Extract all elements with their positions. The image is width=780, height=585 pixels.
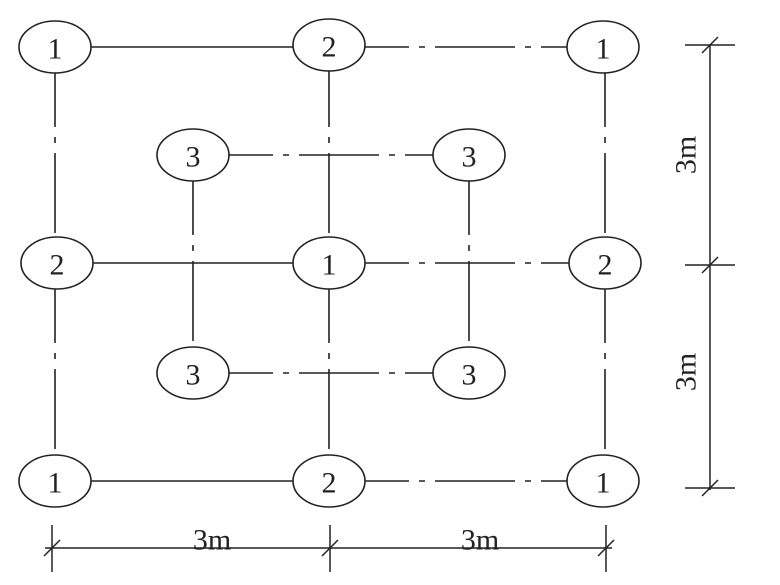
node: 3: [156, 128, 230, 182]
node: 2: [568, 236, 642, 290]
node: 2: [20, 236, 94, 290]
node: 1: [18, 454, 92, 508]
node-label: 1: [596, 33, 611, 66]
node: 2: [292, 454, 366, 508]
node-label: 2: [598, 249, 613, 282]
node-label: 1: [322, 249, 337, 282]
node-label: 3: [186, 141, 201, 174]
node: 1: [566, 454, 640, 508]
node-label: 2: [322, 31, 337, 64]
node-label: 1: [48, 467, 63, 500]
node-label: 2: [50, 249, 65, 282]
node: 2: [292, 18, 366, 72]
dimension-label: 3m: [670, 136, 703, 174]
vertical-dimension: 3m 3m: [670, 36, 735, 497]
dimension-label: 3m: [193, 524, 231, 557]
node-label: 3: [186, 359, 201, 392]
node-label: 3: [462, 359, 477, 392]
dimension-label: 3m: [670, 353, 703, 391]
node: 1: [292, 236, 366, 290]
node-label: 1: [48, 33, 63, 66]
dimension-label: 3m: [461, 524, 499, 557]
node: 1: [18, 20, 92, 74]
horizontal-dimension: 3m 3m: [43, 524, 615, 572]
node: 3: [432, 346, 506, 400]
node-label: 1: [596, 467, 611, 500]
edges: [54, 46, 606, 482]
node: 3: [432, 128, 506, 182]
node: 1: [566, 20, 640, 74]
node: 3: [156, 346, 230, 400]
node-label: 2: [322, 467, 337, 500]
node-label: 3: [462, 141, 477, 174]
